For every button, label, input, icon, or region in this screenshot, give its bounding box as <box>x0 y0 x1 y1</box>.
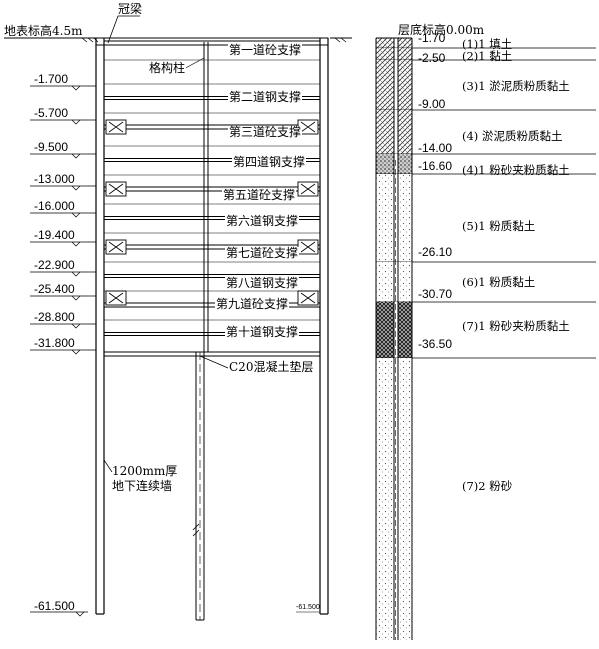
elevation-label-7: -22.900 <box>34 258 75 272</box>
lattice-column <box>192 42 209 621</box>
strut-label-7: 第七道砼支撑 <box>225 246 300 260</box>
borehole-outline <box>375 37 413 640</box>
layer-name-1: (1)1 填土 <box>462 37 513 51</box>
soil-layer-7 <box>376 262 596 303</box>
soil-layer-2 <box>376 48 596 61</box>
soil-layer-4 <box>376 110 596 155</box>
cushion-layer <box>103 351 321 357</box>
layer-bottom-elev-6: -26.10 <box>418 245 453 259</box>
elevation-label-1: -1.700 <box>34 72 69 86</box>
bottom-elevation-left: -61.500 <box>34 599 75 613</box>
elevation-marker-1 <box>30 85 96 91</box>
elevation-label-6: -19.400 <box>34 228 75 242</box>
layer-name-5: (4)1 粉砂夹粉质黏土 <box>462 163 570 177</box>
strut-label-10: 第十道钢支撑 <box>225 325 300 339</box>
layer-bottom-elev-5: -16.60 <box>418 159 453 173</box>
layer-bottom-elev-8: -36.50 <box>418 337 453 351</box>
bottom-elevation-right: -61.500 <box>296 604 320 611</box>
strut-5 <box>104 181 320 197</box>
strut-label-8: 第八道钢支撑 <box>225 276 300 290</box>
layer-bottom-elev-2: -2.50 <box>418 51 446 65</box>
elevation-marker-3 <box>30 153 96 159</box>
strut-label-9: 第九道砼支撑 <box>215 297 290 311</box>
layer-name-3: (3)1 淤泥质粉质黏土 <box>462 79 570 93</box>
elevation-label-5: -16.000 <box>34 199 75 213</box>
strut-label-6: 第六道钢支撑 <box>225 214 300 228</box>
cushion-layer-label: C20混凝土垫层 <box>228 360 315 374</box>
left-diaphragm-wall <box>95 38 105 615</box>
elevation-marker-2 <box>30 119 96 125</box>
layer-name-9: (7)2 粉砂 <box>462 479 513 493</box>
strut-label-5: 第五道砼支撑 <box>222 188 297 202</box>
lattice-column-label: 格构柱 <box>148 61 187 75</box>
strut-label-2: 第二道钢支撑 <box>228 90 303 104</box>
layer-name-2: (2)1 黏土 <box>462 49 513 63</box>
soil-layer-1 <box>376 38 596 49</box>
elevation-marker-8 <box>30 295 96 301</box>
strut-label-4: 第四道钢支撑 <box>232 155 307 169</box>
elevation-label-10: -31.800 <box>34 336 75 350</box>
strut-label-1: 第一道砼支撑 <box>228 43 303 57</box>
soil-layer-8 <box>376 302 596 359</box>
strut-label-3: 第三道砼支撑 <box>228 125 303 139</box>
cap-beam-label: 冠梁 <box>118 2 143 16</box>
elevation-marker-7 <box>30 271 96 277</box>
elevation-marker-9 <box>30 323 96 329</box>
wall-label-name: 地下连续墙 <box>112 479 173 493</box>
layer-name-4: (4) 淤泥质粉质黏土 <box>462 129 563 143</box>
soil-layer-6 <box>376 174 596 263</box>
elevation-marker-5 <box>30 212 96 218</box>
layer-bottom-title: 层底标高0.00m <box>398 23 485 37</box>
right-diaphragm-wall <box>319 38 329 615</box>
soil-column <box>376 38 596 640</box>
elevation-marker-10 <box>30 349 96 355</box>
soil-layer-9 <box>376 358 412 640</box>
layer-bottom-elev-3: -9.00 <box>418 97 446 111</box>
cap-beam-leader <box>107 15 140 44</box>
layer-name-8: (7)1 粉砂夹粉质黏土 <box>462 319 570 333</box>
ground-elevation-label: 地表标高4.5m <box>4 24 83 38</box>
soil-layer-3 <box>376 60 596 111</box>
layer-bottom-elev-7: -30.70 <box>418 287 453 301</box>
elevation-marker-4 <box>30 185 96 191</box>
layer-bottom-elev-4: -14.00 <box>418 141 453 155</box>
soil-layer-5 <box>376 154 596 175</box>
layer-bottom-elev-1: -1.70 <box>418 31 446 45</box>
elevation-label-4: -13.000 <box>34 172 75 186</box>
elevation-label-8: -25.400 <box>34 282 75 296</box>
elevation-label-3: -9.500 <box>34 140 69 154</box>
elevation-marker-6 <box>30 241 96 247</box>
layer-name-6: (5)1 粉质黏土 <box>462 219 536 233</box>
wall-label-thickness: 1200mm厚 <box>112 464 178 478</box>
elevation-label-2: -5.700 <box>34 106 69 120</box>
layer-name-7: (6)1 粉质黏土 <box>462 275 536 289</box>
elevation-label-9: -28.800 <box>34 310 75 324</box>
